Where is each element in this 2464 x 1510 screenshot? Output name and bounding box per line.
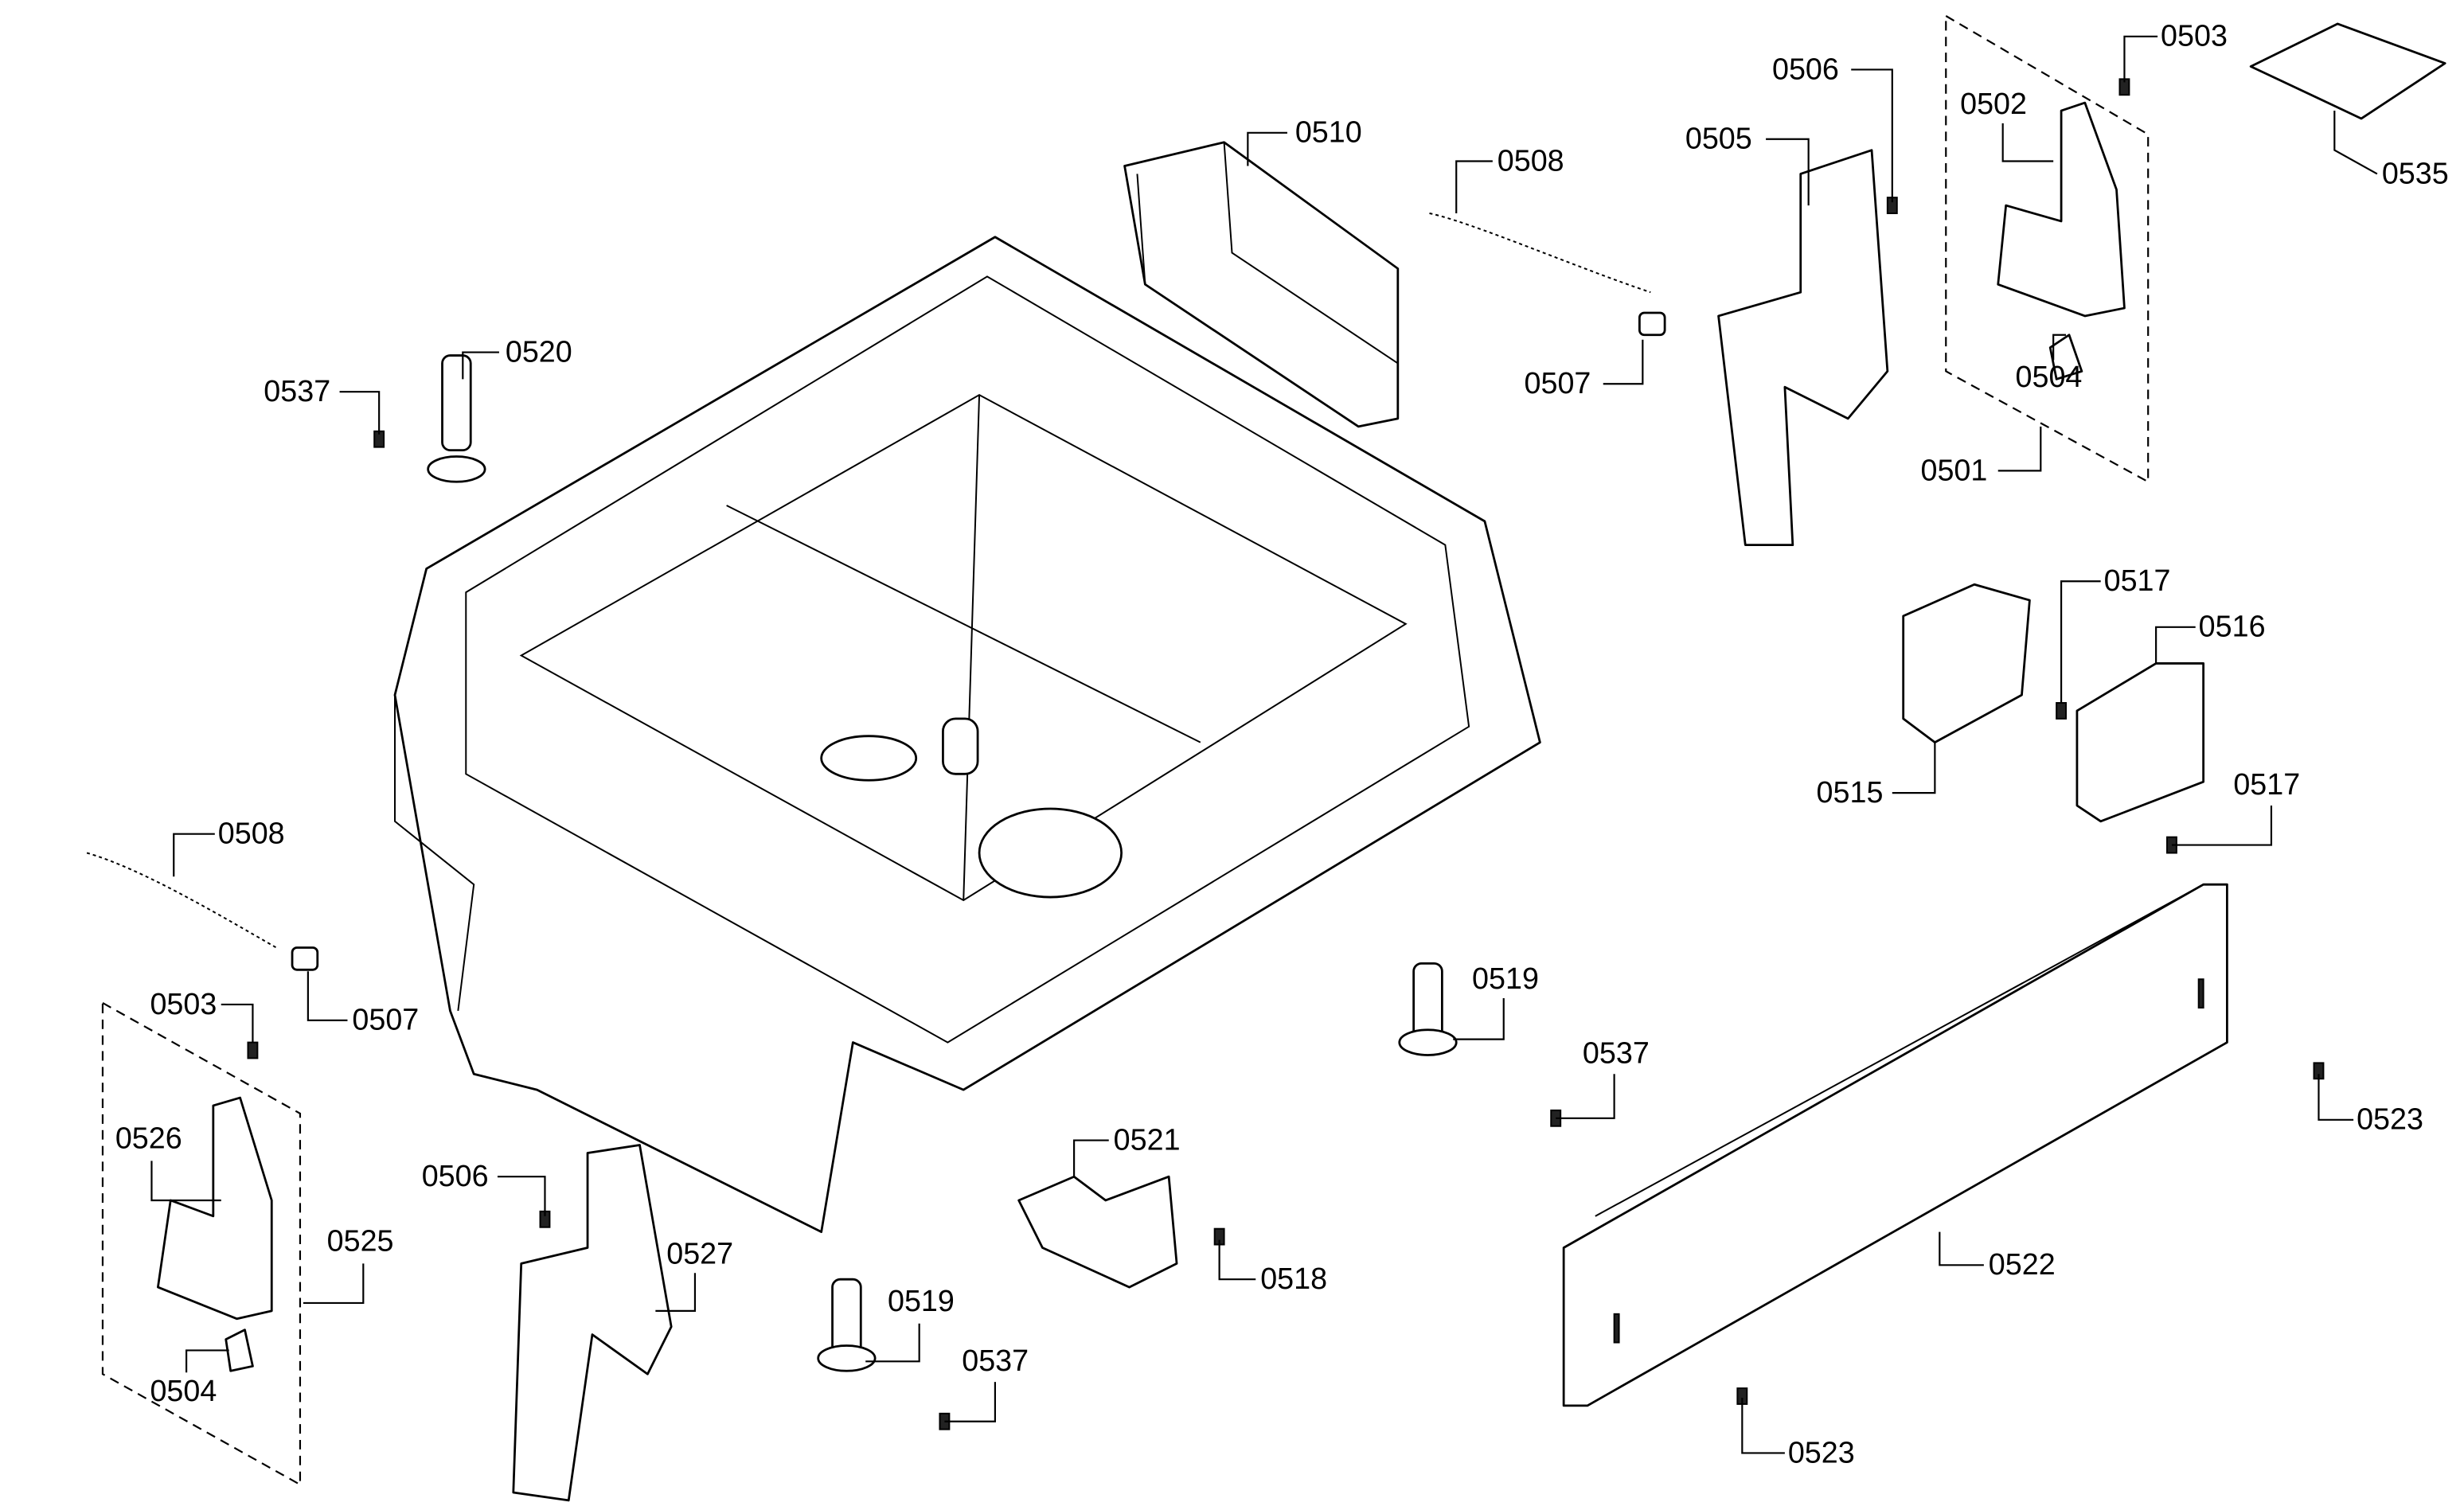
bracket-0505	[1717, 149, 1889, 547]
leader-line-0503	[2123, 35, 2158, 83]
valve-0521	[1017, 1175, 1178, 1289]
callout-0507: 0507	[352, 1003, 419, 1036]
callout-0517: 0517	[2104, 564, 2171, 597]
foot-0519-mid	[1398, 962, 1458, 1056]
leader-line-0537	[1556, 1074, 1615, 1119]
bushing-0507-left	[291, 946, 319, 971]
tub-base-part	[393, 236, 1541, 1234]
leader-line-0526	[150, 1161, 221, 1202]
bracket-0515	[1902, 583, 2031, 744]
hinge-0501	[1945, 14, 2150, 484]
leader-line-0521	[1073, 1139, 1109, 1177]
leader-line-0523	[2318, 1074, 2354, 1121]
callout-0510: 0510	[1295, 115, 1362, 149]
foot-0519-bottom	[817, 1278, 877, 1372]
callout-0508: 0508	[218, 817, 285, 850]
spring-0508-left	[86, 852, 277, 949]
leader-line-0520	[462, 351, 499, 380]
part-0510	[1123, 141, 1400, 428]
screw-icon	[2056, 702, 2068, 720]
callout-0537: 0537	[264, 374, 330, 408]
leader-line-0518	[1218, 1239, 1256, 1281]
callout-0519: 0519	[1472, 962, 1539, 995]
callout-0520: 0520	[506, 334, 572, 368]
cover-0516	[2075, 662, 2205, 823]
callout-0525: 0525	[327, 1223, 394, 1257]
screw-icon	[247, 1041, 259, 1059]
callout-0515: 0515	[1817, 775, 1884, 809]
leader-line-0506	[1851, 68, 1893, 203]
leader-line-0525	[303, 1263, 365, 1305]
leader-line-0502	[2001, 123, 2054, 162]
leader-line-0523	[1741, 1397, 1785, 1454]
callout-0506: 0506	[1772, 52, 1839, 85]
callout-0502: 0502	[1960, 87, 2027, 120]
leader-line-0516	[2155, 626, 2196, 664]
callout-0507: 0507	[1525, 366, 1591, 400]
hardware-pack-0535	[2249, 22, 2446, 120]
leader-line-0503	[221, 1003, 254, 1043]
callout-0526: 0526	[115, 1122, 182, 1155]
leader-lines	[150, 35, 2378, 1454]
leader-line-0505	[1766, 138, 1810, 206]
leader-line-0506	[497, 1176, 546, 1216]
callout-0506: 0506	[422, 1159, 489, 1192]
leader-line-0504	[2052, 334, 2067, 361]
hinge-0525	[101, 1001, 302, 1486]
callout-0527: 0527	[666, 1236, 733, 1270]
callout-0519: 0519	[888, 1284, 955, 1317]
callout-0522: 0522	[1989, 1247, 2056, 1281]
callout-0504: 0504	[150, 1374, 217, 1407]
leader-line-0537	[944, 1382, 996, 1422]
spring-0508-top	[1429, 213, 1651, 294]
leader-line-0515	[1892, 742, 1936, 794]
callout-0516: 0516	[2199, 610, 2266, 643]
callout-0508: 0508	[1498, 143, 1564, 177]
callout-0503: 0503	[150, 987, 217, 1020]
leader-line-0519	[1453, 998, 1505, 1040]
leader-line-0527	[655, 1273, 697, 1312]
bracket-0527	[512, 1144, 673, 1502]
callout-labels: 0510 0508 0506 0503 0535 0502 0505 0520 0537 0507…	[115, 19, 2449, 1469]
leader-line-0535	[2333, 111, 2378, 175]
leader-line-0508	[173, 833, 215, 877]
leader-line-0507	[307, 971, 348, 1021]
callout-0523: 0523	[2357, 1102, 2423, 1136]
leader-line-0504	[185, 1349, 229, 1373]
callout-0523: 0523	[1788, 1435, 1855, 1469]
leader-line-0522	[1939, 1231, 1984, 1266]
leader-line-0508	[1455, 160, 1493, 213]
callout-0503: 0503	[2161, 19, 2228, 53]
callout-0517: 0517	[2233, 767, 2300, 801]
leader-line-0510	[1247, 131, 1287, 166]
leader-line-0507	[1603, 339, 1644, 385]
callout-0504: 0504	[2016, 360, 2083, 393]
leader-line-0519	[865, 1323, 920, 1363]
leader-line-0517	[2171, 805, 2273, 846]
bushing-0507-top	[1638, 311, 1666, 337]
callout-0521: 0521	[1114, 1122, 1181, 1156]
callout-0535: 0535	[2382, 156, 2449, 189]
callout-0537: 0537	[1583, 1036, 1650, 1069]
foot-0520	[427, 354, 486, 483]
callout-0501: 0501	[1921, 453, 1988, 486]
callout-0505: 0505	[1685, 122, 1752, 155]
leader-line-0501	[1997, 426, 2042, 472]
callout-0518: 0518	[1260, 1262, 1327, 1295]
leader-line-0517	[2060, 580, 2101, 704]
callout-0537: 0537	[962, 1344, 1029, 1377]
leader-line-0537	[339, 391, 381, 435]
kickplate-0522	[1562, 883, 2228, 1407]
